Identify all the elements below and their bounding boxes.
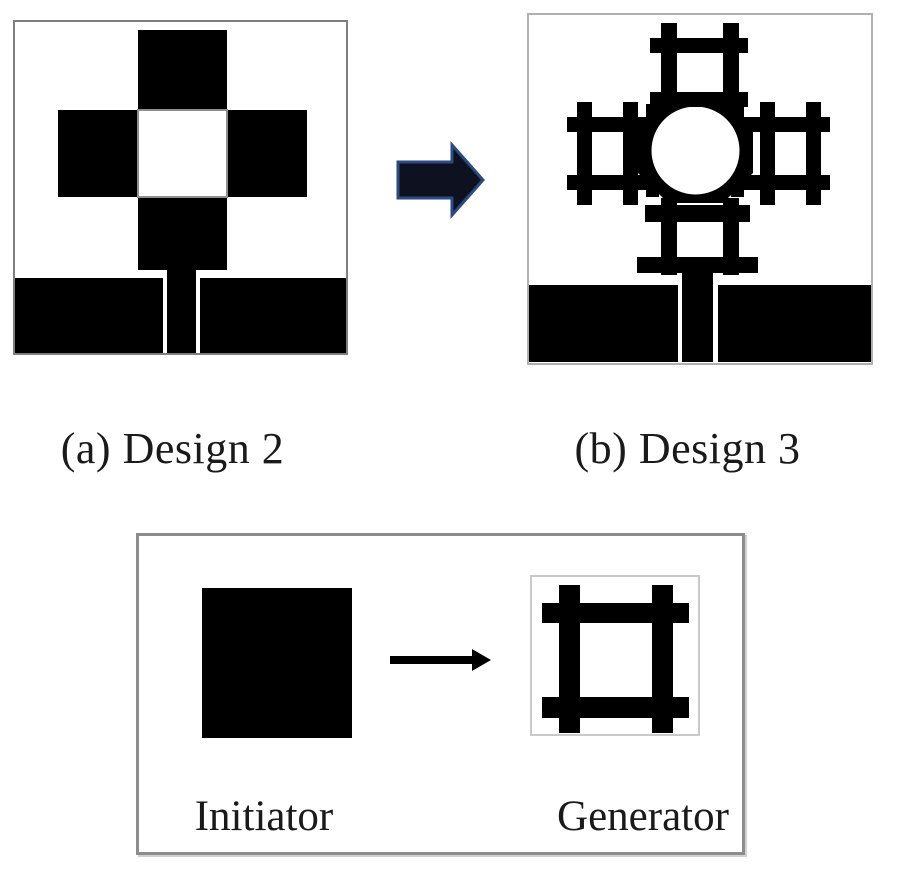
ground-plane-left	[15, 278, 163, 353]
ground-plane-left	[529, 285, 678, 362]
generator-panel	[530, 575, 700, 736]
patch-square-top	[138, 30, 227, 110]
design2-patch-shapes	[15, 30, 346, 353]
initiator-generator-box: Initiator Generator	[136, 533, 745, 855]
hash-generator-top	[650, 23, 748, 107]
maps-to-arrow-head	[472, 649, 491, 671]
patch-square-right	[227, 110, 307, 197]
initiator-square	[202, 588, 352, 738]
patch-square-bottom	[138, 197, 227, 270]
maps-to-arrow-icon	[390, 649, 491, 671]
patch-square-left	[58, 110, 138, 197]
center-slot-square	[137, 109, 228, 198]
ring-step-nw	[646, 104, 659, 117]
caption-design3: (b) Design 3	[574, 424, 801, 473]
generator-label: Generator	[557, 793, 729, 840]
generator-hash-bars	[542, 585, 689, 733]
transform-arrow-icon	[396, 141, 486, 219]
ground-plane-right	[200, 278, 346, 353]
ground-plane-right	[718, 285, 871, 362]
ring-step-ne	[731, 104, 744, 117]
hash-generator-right	[740, 102, 830, 205]
generator-hash-graphic	[542, 585, 689, 733]
hash-generator-bottom	[637, 198, 758, 275]
feed-line	[682, 268, 713, 362]
design3-antenna-graphic	[527, 13, 873, 365]
caption-design2: (a) Design 2	[60, 424, 285, 473]
feed-line	[167, 270, 196, 353]
design3-fractal-shapes	[529, 23, 871, 362]
design2-antenna-graphic	[13, 20, 348, 355]
hash-generator-left	[567, 102, 651, 205]
transform-arrow-shape	[396, 141, 486, 219]
initiator-label: Initiator	[194, 793, 334, 840]
